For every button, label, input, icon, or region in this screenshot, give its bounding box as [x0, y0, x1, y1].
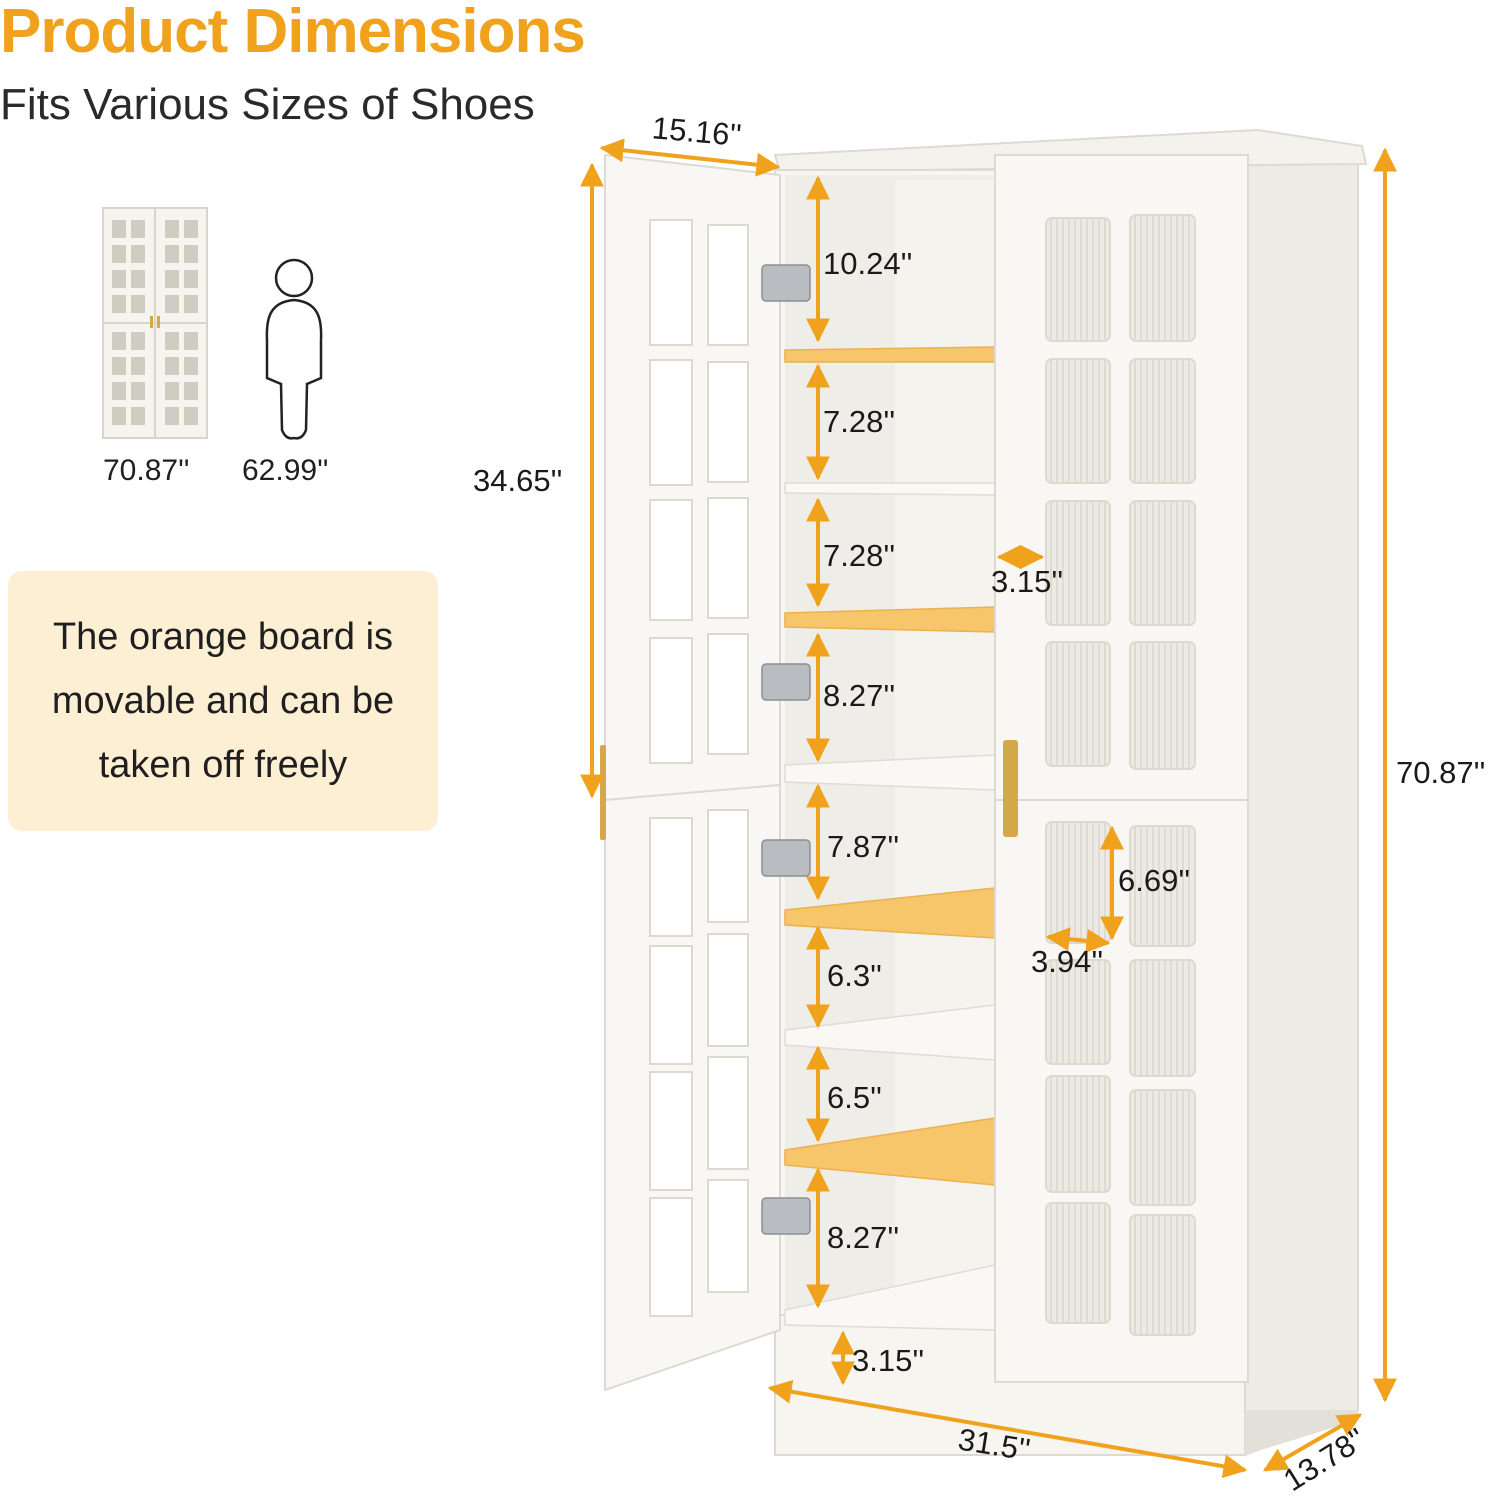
glass-height-label: 6.69''	[1118, 863, 1191, 898]
handle-gap-label: 3.15''	[991, 564, 1064, 599]
orange-boards	[784, 346, 996, 1186]
page-title: Product Dimensions	[0, 0, 586, 66]
dimension-arrows	[580, 138, 1397, 1479]
door-width-label: 15.16''	[650, 110, 743, 153]
glass-width-label: 3.94''	[1031, 944, 1104, 979]
person-height-label: 62.99''	[242, 454, 329, 487]
shelf-3-label: 7.28''	[823, 538, 896, 573]
note-box: The orange board is movable and can be t…	[8, 571, 438, 831]
person-icon	[265, 258, 323, 440]
white-shelves	[784, 482, 996, 1331]
shelf-6-label: 6.3''	[827, 958, 882, 993]
cabinet	[600, 128, 1368, 1457]
note-text: The orange board is movable and can be t…	[51, 616, 395, 786]
shelf-8-label: 8.27''	[827, 1220, 900, 1255]
base-height-label: 3.15''	[852, 1343, 925, 1378]
mini-cabinet-icon	[102, 207, 208, 439]
shelf-2-label: 7.28''	[823, 404, 896, 439]
shelf-7-label: 6.5''	[827, 1080, 882, 1115]
left-door-handle	[600, 745, 606, 840]
shelf-4-label: 8.27''	[823, 678, 896, 713]
shelf-5-label: 7.87''	[827, 829, 900, 864]
cabinet-height-label: 70.87''	[103, 454, 190, 487]
right-door-handle	[1003, 740, 1018, 837]
upper-door-height-label: 34.65''	[473, 463, 563, 498]
hinge-icons	[761, 264, 811, 1235]
page-subtitle: Fits Various Sizes of Shoes	[0, 80, 535, 129]
total-height-label: 70.87''	[1396, 755, 1486, 790]
shelf-1-label: 10.24''	[823, 246, 913, 281]
